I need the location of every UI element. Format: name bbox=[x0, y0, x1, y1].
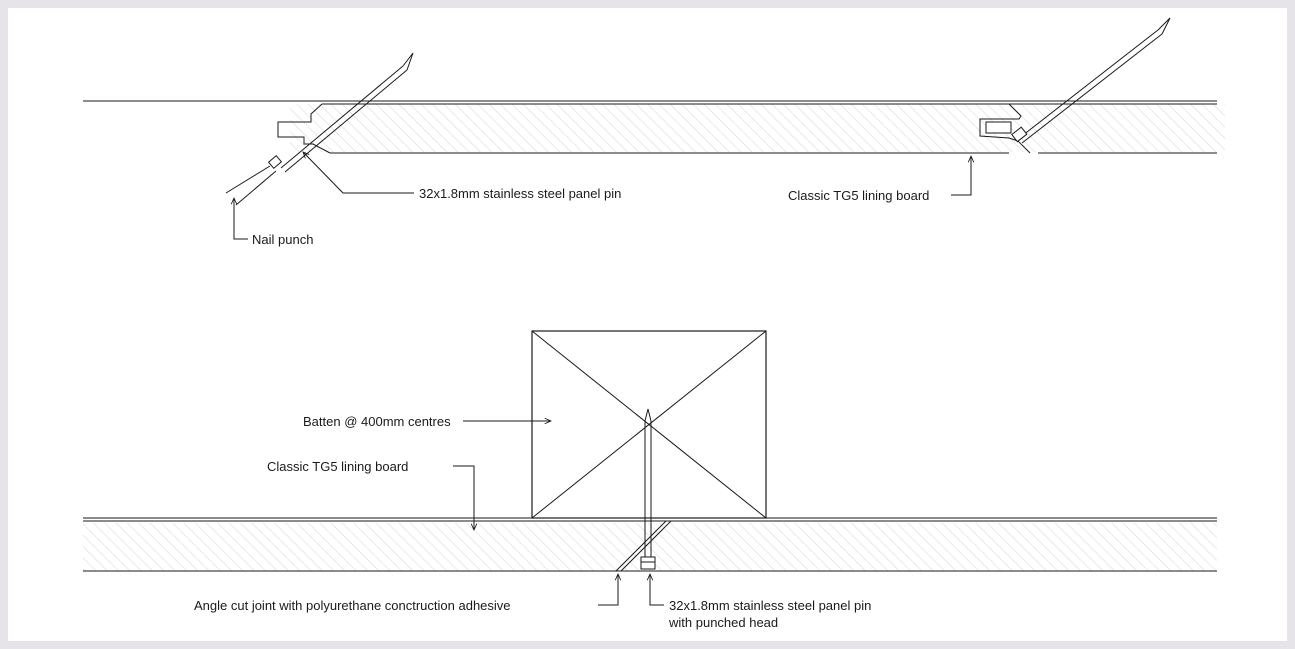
angle-joint-line-2 bbox=[620, 520, 672, 572]
nail-punch-leader bbox=[234, 198, 248, 240]
left-panel-pin bbox=[225, 52, 414, 206]
detail-drawing bbox=[83, 17, 1225, 606]
panel-pin-top-label: 32x1.8mm stainless steel panel pin bbox=[419, 186, 622, 201]
bottom-detail bbox=[83, 330, 1217, 606]
drawing-sheet: 32x1.8mm stainless steel panel pin Class… bbox=[8, 8, 1287, 641]
panel-pin-bottom-label-line2: with punched head bbox=[669, 615, 779, 630]
lining-board-bottom-leader bbox=[453, 465, 474, 530]
nail-punch-label: Nail punch bbox=[252, 232, 314, 247]
right-panel-pin bbox=[1011, 17, 1171, 144]
angle-joint-line-1 bbox=[615, 520, 667, 572]
panel-pin-top-leader bbox=[303, 152, 414, 194]
lining-board-top-leader bbox=[951, 156, 971, 196]
top-detail bbox=[83, 17, 1225, 240]
bottom-panel-pin bbox=[640, 408, 656, 570]
bottom-pin-leader bbox=[650, 574, 664, 606]
panel-pin-bottom-label-line1: 32x1.8mm stainless steel panel pin bbox=[669, 598, 872, 613]
angle-cut-joint-label: Angle cut joint with polyurethane conctr… bbox=[194, 598, 511, 613]
lining-board-bottom-label: Classic TG5 lining board bbox=[267, 459, 409, 474]
lining-board-top-label: Classic TG5 lining board bbox=[788, 188, 930, 203]
top-board-hatch bbox=[290, 104, 1225, 152]
groove-tongue bbox=[985, 121, 1012, 134]
batten-label: Batten @ 400mm centres bbox=[303, 414, 451, 429]
angle-joint-leader bbox=[598, 574, 618, 606]
